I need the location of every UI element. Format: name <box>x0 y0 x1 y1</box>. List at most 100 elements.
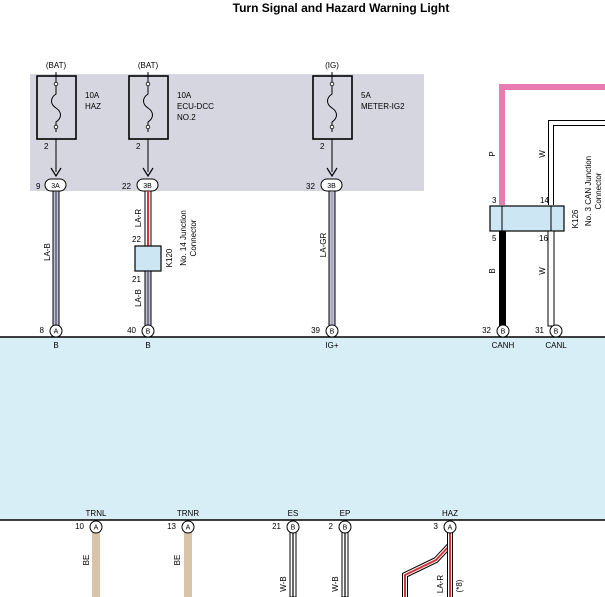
wire-label: LA-R <box>436 575 445 593</box>
wire-label: W <box>538 150 547 158</box>
wire-la-b-1: LA-B <box>43 190 60 327</box>
wire-la-gr: LA-GR <box>319 190 336 327</box>
junction-k126 <box>489 205 565 232</box>
junction-code: K126 <box>571 209 580 228</box>
wire-label: W-B <box>279 576 288 591</box>
terminal-circle <box>181 520 195 534</box>
terminal-pin: 3 <box>434 522 439 531</box>
wire-label: BE <box>173 555 182 566</box>
fuse-meter-ig2: (IG) 5A METER-IG2 2 32 3B <box>306 61 405 192</box>
junction-pin-tr: 14 <box>540 196 549 205</box>
terminal-circle <box>443 520 457 534</box>
junction-pin-tl: 3 <box>492 196 497 205</box>
junction-desc-1: No. 14 Junction <box>179 210 188 266</box>
terminal-conn: A <box>54 329 59 336</box>
arrow-down-icon <box>326 167 338 178</box>
fuse-box-area <box>30 74 424 191</box>
connector-id: 3B <box>143 183 152 190</box>
wire-label: LA-R <box>134 209 143 227</box>
terminal-conn: B <box>291 525 296 532</box>
junction-pin-br: 16 <box>539 234 548 243</box>
terminal-conn: B <box>343 525 348 532</box>
terminal-pin: 8 <box>40 326 45 335</box>
terminal-label: B <box>53 341 58 350</box>
terminal-label: IG+ <box>325 341 338 350</box>
terminal-pin: 32 <box>482 326 491 335</box>
wire-la-r-k120: LA-R 22 K120 No. 14 Junction Connector 2… <box>132 190 198 327</box>
connector-pin: 9 <box>36 182 41 191</box>
fuse-pin: 2 <box>136 142 141 151</box>
terminal-label: TRNL <box>86 509 107 518</box>
terminal-pin: 13 <box>167 522 176 531</box>
junction-pin-bottom: 21 <box>132 275 141 284</box>
can-wiring: P 3 W 14 K126 No. 3 CAN Junction Connect… <box>488 84 605 327</box>
ecu-terminal-haz: HAZ 3 A LA-R (*8) <box>402 509 464 597</box>
wire-label: BE <box>82 555 91 566</box>
terminal-pin: 39 <box>311 326 320 335</box>
terminal-label: B <box>145 341 150 350</box>
fuse-source: (BAT) <box>138 61 159 70</box>
fuse-rating: 10A <box>85 91 100 100</box>
terminal-pin: 40 <box>127 326 136 335</box>
terminal-label: CANH <box>492 341 515 350</box>
terminal-label: HAZ <box>442 509 458 518</box>
wire-label: LA-GR <box>319 233 328 258</box>
terminal-circle <box>338 520 352 534</box>
page-title: Turn Signal and Hazard Warning Light <box>233 1 450 15</box>
junction-desc-1: No. 3 CAN Junction <box>584 156 593 226</box>
wire-label: B <box>488 268 497 273</box>
junction-desc-2: Connector <box>594 172 603 209</box>
terminal-circle <box>286 520 300 534</box>
fuse-element <box>51 84 61 132</box>
ecu-body <box>0 337 605 520</box>
terminal-pin: 31 <box>535 326 544 335</box>
wire-label: P <box>488 151 497 156</box>
wire-label: W-B <box>331 576 340 591</box>
terminal-conn: A <box>94 525 99 532</box>
wire-label: W <box>538 267 547 275</box>
ecu-terminal-es: ES 21 B W-B <box>272 509 300 597</box>
junction-pin-bl: 5 <box>492 234 497 243</box>
terminal-pin: 10 <box>75 522 84 531</box>
arrow-down-icon <box>50 167 62 178</box>
fuse-haz: (BAT) 10A HAZ 2 9 3A <box>36 61 101 192</box>
terminal-label: CANL <box>545 341 567 350</box>
wire-label: LA-B <box>134 289 143 307</box>
terminal-conn: B <box>554 329 559 336</box>
junction-desc-2: Connector <box>189 219 198 256</box>
fuse-name: ECU-DCC <box>177 102 214 111</box>
junction-pin-top: 22 <box>132 235 141 244</box>
terminal-conn: B <box>501 329 506 336</box>
wire-be <box>184 532 192 597</box>
ecu-terminal-8: 8 A B <box>40 324 63 350</box>
terminal-conn: A <box>186 525 191 532</box>
ecu-terminal-ep: EP 2 B W-B <box>329 509 352 597</box>
junction-k120 <box>134 245 162 272</box>
terminal-conn: B <box>330 329 335 336</box>
fuse-pin: 2 <box>44 142 49 151</box>
wire-label: LA-B <box>43 243 52 261</box>
fuse-element <box>143 84 153 132</box>
fuse-name: HAZ <box>85 102 101 111</box>
fuse-name-2: NO.2 <box>177 113 196 122</box>
fuse-rating: 10A <box>177 91 192 100</box>
terminal-circle <box>496 324 510 338</box>
ecu-terminal-trnl: TRNL 10 A BE <box>75 509 107 597</box>
terminal-circle <box>141 324 155 338</box>
fuse-ecu-dcc: (BAT) 10A ECU-DCC NO.2 2 22 3B <box>122 61 214 192</box>
terminal-conn: A <box>448 525 453 532</box>
ecu-terminal-40: 40 B B <box>127 324 155 350</box>
terminal-pin: 21 <box>272 522 281 531</box>
fuse-source: (BAT) <box>46 61 67 70</box>
terminal-label: EP <box>340 509 351 518</box>
fuse-element <box>327 84 337 132</box>
terminal-pin: 2 <box>329 522 334 531</box>
wire-be <box>92 532 100 597</box>
junction-code: K120 <box>165 248 174 267</box>
fuse-name: METER-IG2 <box>361 102 405 111</box>
fuse-rating: 5A <box>361 91 371 100</box>
connector-id: 3A <box>51 183 60 190</box>
connector-pin: 32 <box>306 182 315 191</box>
terminal-label: ES <box>288 509 299 518</box>
